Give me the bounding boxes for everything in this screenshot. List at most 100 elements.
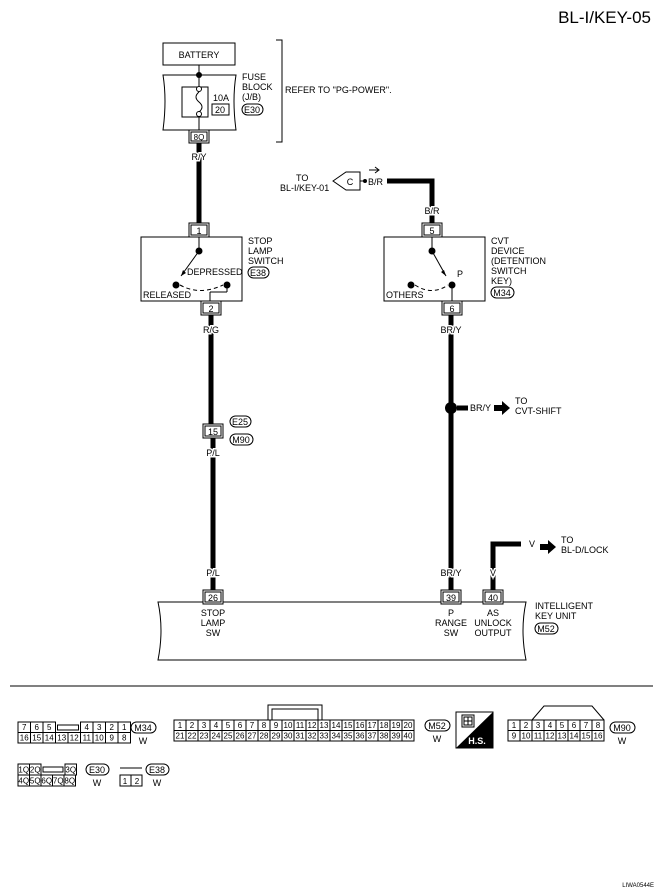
m52-pin: 13 <box>320 721 329 730</box>
ik-pin40-inner <box>484 591 502 603</box>
joint-conn1-label: E25 <box>232 417 248 427</box>
m34-pin: 4 <box>85 723 90 732</box>
wire-pl-top-label: P/L <box>206 448 220 458</box>
m34-pin: 16 <box>20 734 29 743</box>
e38-oval <box>145 763 170 776</box>
to-dlock-to: TO <box>561 535 573 545</box>
m52-pin: 39 <box>392 732 401 741</box>
to-bl-key01-label: BL-I/KEY-01 <box>280 183 329 193</box>
fuse-housing <box>181 86 209 118</box>
m34-pin: 15 <box>32 734 41 743</box>
m52-pin: 37 <box>368 732 377 741</box>
m52-pin: 2 <box>190 721 195 730</box>
m52-pin: 20 <box>404 721 413 730</box>
fuse-block-label-2: BLOCK <box>242 82 273 92</box>
m52-pin: 19 <box>392 721 401 730</box>
refer-text: REFER TO "PG-POWER". <box>285 85 392 95</box>
ik-connector-label: M52 <box>537 624 555 634</box>
cvt-pin5-label: 5 <box>429 226 434 236</box>
m34-pin: 12 <box>70 734 79 743</box>
fuse-terminal-top <box>196 86 202 92</box>
hs-label: H.S. <box>468 736 486 746</box>
m52-pin: 36 <box>356 732 365 741</box>
m34-pin: 8 <box>122 734 127 743</box>
m34-latch <box>57 724 79 731</box>
m52-pin: 35 <box>344 732 353 741</box>
m52-pin: 24 <box>212 732 221 741</box>
e30-latch <box>42 766 64 773</box>
e30-pin: 1Q <box>18 766 29 775</box>
fuse-block-label-1: FUSE <box>242 72 266 82</box>
cvt-label-3: (DETENTION <box>491 256 546 266</box>
wire-rg-label: R/G <box>203 325 219 335</box>
joint-pin-label: 15 <box>208 427 218 437</box>
wire-pl-bottom-label: P/L <box>206 568 220 578</box>
joint-pin-inner <box>204 425 222 437</box>
m90-pin: 2 <box>524 721 529 730</box>
m52-pin: 38 <box>380 732 389 741</box>
sls-connector-label: E38 <box>250 268 266 278</box>
m90-oval <box>609 721 636 734</box>
m52-pin: 16 <box>356 721 365 730</box>
ik-pin40-desc-1: AS <box>487 608 499 618</box>
sls-label-1: STOP <box>248 236 272 246</box>
e38-pin-1: 1 <box>123 777 128 786</box>
m52-pin: 40 <box>404 732 413 741</box>
m52-pin: 11 <box>296 721 305 730</box>
cvt-connector-oval <box>490 286 515 299</box>
m52-pin: 4 <box>214 721 219 730</box>
ik-pin39-desc-2: RANGE <box>435 618 467 628</box>
m34-oval <box>130 721 157 734</box>
m52-pin: 28 <box>260 732 269 741</box>
m52-pin: 10 <box>284 721 293 730</box>
m52-pin: 32 <box>308 732 317 741</box>
refer-bracket <box>276 39 283 143</box>
ik-connector-oval <box>534 622 559 635</box>
m52-pin: 26 <box>236 732 245 741</box>
m90-pin: 3 <box>536 721 541 730</box>
fuse-connector-label: E30 <box>244 105 260 115</box>
m34-pin: 13 <box>57 734 66 743</box>
m90-pin: 14 <box>570 732 579 741</box>
m52-pin: 14 <box>332 721 341 730</box>
cvt-connector-label: M34 <box>493 288 511 298</box>
m52-pin: 3 <box>202 721 207 730</box>
m52-pin: 21 <box>176 732 185 741</box>
m52-pin: 9 <box>274 721 279 730</box>
e38-name: E38 <box>149 765 165 775</box>
m90-pin: 13 <box>558 732 567 741</box>
m52-name: M52 <box>428 721 446 731</box>
e30-cell <box>63 774 76 787</box>
ik-pin26-inner <box>204 591 222 603</box>
joint-conn1-oval <box>229 415 252 428</box>
m90-cell <box>591 730 605 742</box>
m52-key-inner <box>271 708 319 720</box>
ik-pin39-desc-3: SW <box>444 628 459 638</box>
m90-pin: 16 <box>594 732 603 741</box>
cvt-label-2: DEVICE <box>491 246 525 256</box>
m90-pin: 7 <box>584 721 589 730</box>
e30-pin: 5Q <box>30 777 41 786</box>
fuse-terminal-inner <box>190 131 208 142</box>
cvt-label-4: SWITCH <box>491 266 527 276</box>
ik-pin26-desc-2: LAMP <box>201 618 226 628</box>
wire-v-top-label: V <box>529 539 535 549</box>
sls-released-label: RELEASED <box>143 290 192 300</box>
fuse-connector-oval <box>241 103 264 116</box>
fuse-icon <box>195 91 203 113</box>
m90-pin: 9 <box>512 732 517 741</box>
m52-pin: 5 <box>226 721 231 730</box>
page-title: BL-I/KEY-05 <box>558 8 651 27</box>
wire-br-side-label: B/R <box>368 177 384 187</box>
fuse-block-label-3: (J/B) <box>242 92 261 102</box>
stop-lamp-switch-box <box>140 236 243 302</box>
m34-color: W <box>139 736 148 746</box>
m90-pin: 5 <box>560 721 565 730</box>
m34-pin: 1 <box>122 723 127 732</box>
m34-name: M34 <box>134 723 152 733</box>
fuse-number-box <box>211 103 230 116</box>
cvt-lever-arrow-icon <box>441 270 446 276</box>
ik-pin40-label: 40 <box>488 593 498 603</box>
m34-pin: 14 <box>45 734 54 743</box>
